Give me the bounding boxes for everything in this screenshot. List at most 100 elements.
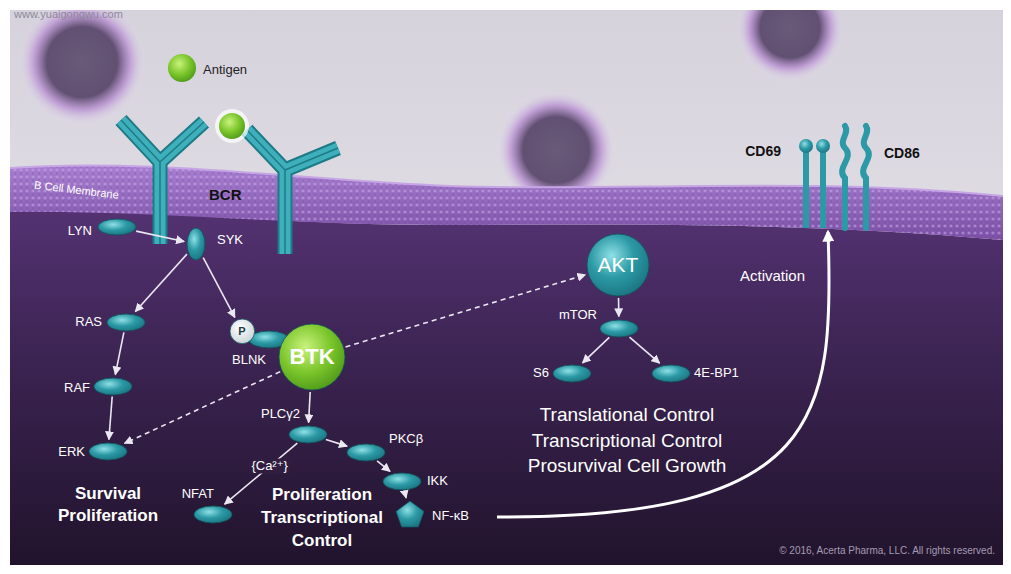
bcr-antibody bbox=[247, 130, 338, 254]
protein-ellipse: RAF bbox=[94, 378, 132, 395]
node-shape bbox=[187, 228, 205, 260]
protein-ellipse: PKCβ bbox=[347, 444, 385, 461]
marker-label: CD69 bbox=[745, 143, 781, 159]
signal-arrow bbox=[115, 332, 124, 374]
indirect-signal-arrow bbox=[346, 275, 586, 347]
signal-arrow bbox=[109, 396, 112, 439]
node-label: ERK bbox=[58, 445, 85, 460]
node-shape bbox=[89, 443, 127, 460]
second-messenger-label: {Ca²⁺} bbox=[248, 459, 291, 474]
signal-arrow bbox=[203, 258, 235, 318]
marker-label: CD86 bbox=[884, 145, 920, 161]
node-label: PLCγ2 bbox=[261, 407, 300, 422]
node-shape bbox=[553, 365, 591, 382]
signal-arrow bbox=[405, 491, 407, 498]
cd69-receptor bbox=[799, 139, 830, 228]
signal-arrow bbox=[377, 461, 390, 471]
node-label: RAF bbox=[64, 381, 90, 396]
protein-ellipse: ERK bbox=[89, 443, 127, 460]
copyright-notice: © 2016, Acerta Pharma, LLC. All rights r… bbox=[779, 545, 995, 557]
protein-ellipse-outline bbox=[94, 378, 132, 395]
signal-arrow bbox=[136, 231, 184, 241]
blurred-cell bbox=[18, 10, 146, 126]
protein-ellipse: PLCγ2 bbox=[289, 426, 327, 443]
node-shape bbox=[652, 365, 690, 382]
protein-ellipse-outline bbox=[89, 443, 127, 460]
antigen-label: Antigen bbox=[203, 63, 247, 78]
node-shape bbox=[107, 314, 145, 331]
protein-ellipse-outline bbox=[107, 314, 145, 331]
protein-ellipse: 4E-BP1 bbox=[652, 365, 690, 382]
node-label: P bbox=[238, 325, 245, 338]
node-label: NF-κB bbox=[432, 509, 469, 524]
protein-ellipse-outline bbox=[289, 426, 327, 443]
protein-ellipse: mTOR bbox=[600, 320, 638, 337]
kinase-circle: AKT bbox=[587, 234, 649, 296]
node-label: BTK bbox=[289, 344, 334, 369]
protein-ellipse-outline bbox=[383, 473, 421, 490]
signal-arrow bbox=[630, 337, 660, 363]
protein-ellipse: NFAT bbox=[194, 506, 232, 523]
watermark: www.yuaigongwu.com bbox=[14, 8, 123, 21]
kinase-circle-outline bbox=[279, 324, 345, 390]
transcription-factor-pentagon: NF-κB bbox=[396, 501, 424, 527]
kinase-circle: BTK bbox=[279, 324, 345, 390]
annotation-label: Activation bbox=[740, 267, 805, 284]
node-label: S6 bbox=[533, 366, 549, 381]
node-shape bbox=[98, 219, 136, 235]
kinase-circle-outline bbox=[587, 234, 649, 296]
node-label: BLNK bbox=[232, 353, 266, 368]
node-shape bbox=[194, 506, 232, 523]
node-label: IKK bbox=[427, 474, 448, 489]
signal-arrow bbox=[135, 254, 187, 311]
activation-arrow bbox=[497, 232, 829, 517]
protein-ellipse-outline bbox=[652, 365, 690, 382]
signal-arrow bbox=[326, 440, 347, 447]
signal-arrow bbox=[618, 298, 620, 317]
antigen bbox=[168, 54, 196, 82]
outcome-text: Proliferation Transcriptional Control bbox=[252, 483, 392, 552]
antigen bbox=[219, 113, 245, 139]
antigen-glow bbox=[215, 109, 249, 143]
membrane-label: B Cell Membrane bbox=[34, 179, 120, 202]
outcome-text: Survival Proliferation bbox=[43, 483, 173, 527]
protein-ellipse-outline bbox=[347, 444, 385, 461]
node-shape bbox=[94, 378, 132, 395]
protein-ellipse: RAS bbox=[107, 314, 145, 331]
receptor-label: BCR bbox=[209, 186, 242, 203]
protein-ellipse-outline bbox=[187, 228, 205, 260]
node-label: SYK bbox=[217, 233, 243, 248]
node-shape bbox=[347, 444, 385, 461]
protein-ellipse-outline bbox=[600, 320, 638, 337]
signal-arrow bbox=[309, 392, 311, 423]
node-shape bbox=[600, 320, 638, 337]
transcription-factor-pentagon-outline bbox=[396, 501, 424, 527]
protein-ellipse: LYN bbox=[98, 219, 136, 235]
node-shape bbox=[289, 426, 327, 443]
node-label: PKCβ bbox=[389, 432, 423, 447]
node-label: 4E-BP1 bbox=[694, 366, 739, 381]
node-label: AKT bbox=[598, 253, 639, 277]
blurred-cell bbox=[736, 10, 844, 82]
cd86-receptor bbox=[842, 126, 869, 228]
cytoplasm bbox=[10, 210, 1003, 565]
phosphate-circle: P bbox=[230, 319, 255, 344]
protein-ellipse-outline bbox=[553, 365, 591, 382]
signal-arrow bbox=[583, 337, 610, 363]
protein-ellipse: S6 bbox=[553, 365, 591, 382]
protein-ellipse: IKK bbox=[383, 473, 421, 490]
node-shape bbox=[383, 473, 421, 490]
node-shape bbox=[396, 501, 424, 527]
node-label: RAS bbox=[75, 315, 102, 330]
scene bbox=[10, 10, 1003, 565]
outcome-text: Translational Control Transcriptional Co… bbox=[507, 402, 747, 479]
extracellular-ground bbox=[10, 10, 1003, 565]
protein-ellipse-outline bbox=[194, 506, 232, 523]
node-label: LYN bbox=[68, 224, 92, 239]
indirect-signal-arrow bbox=[125, 372, 281, 444]
node-label: NFAT bbox=[182, 487, 214, 502]
